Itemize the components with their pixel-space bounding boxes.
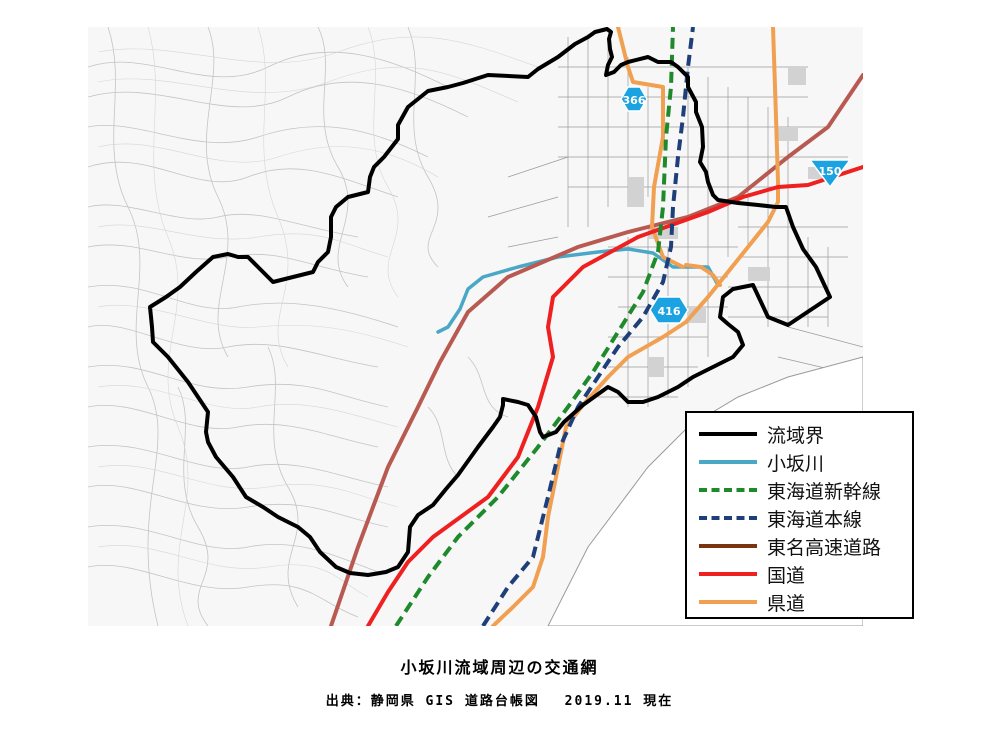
legend-swatch-prefectural-road (699, 600, 757, 604)
map-source-note: 出典：静岡県 GIS 道路台帳図 2019.11 現在 (325, 694, 674, 709)
legend-swatch-shinkansen (699, 488, 757, 492)
legend-swatch-main-line (699, 516, 757, 520)
legend-label-prefectural-road: 県道 (767, 592, 806, 615)
legend-item-shinkansen: 東海道新幹線 (699, 477, 881, 503)
map-title: 小坂川流域周辺の交通網 (400, 658, 599, 677)
route-badge-366-label: 366 (623, 94, 646, 107)
contour-lines-fine (97, 27, 539, 626)
route-badge-366: 366 (620, 86, 648, 112)
urban-blocks (628, 67, 832, 377)
route-badge-416: 416 (649, 296, 689, 324)
legend-label-river: 小坂川 (767, 452, 825, 475)
legend-swatch-national-road (699, 572, 757, 576)
route-badge-416-label: 416 (658, 305, 681, 318)
national-roads (366, 165, 863, 626)
basin-outline (123, 122, 388, 312)
legend-swatch-basin (699, 432, 757, 436)
legend-item-main-line: 東海道本線 (699, 505, 862, 531)
legend-label-main-line: 東海道本線 (767, 508, 863, 531)
contour-lines (88, 27, 509, 626)
railway-tokaido-main (481, 27, 695, 626)
legend-label-expressway: 東名高速道路 (767, 536, 882, 559)
legend-label-shinkansen: 東海道新幹線 (767, 480, 882, 503)
railway-shinkansen (394, 27, 675, 626)
legend-swatch-expressway (699, 544, 757, 548)
expressway-tomei (329, 73, 863, 626)
route-badge-150-label: 150 (819, 165, 842, 178)
legend-item-basin: 流域界 (699, 421, 824, 447)
route-badge-150: 150 (808, 159, 852, 189)
legend-item-prefectural-road: 県道 (699, 589, 805, 615)
legend-swatch-river (699, 460, 757, 464)
map-legend: 流域界 小坂川 東海道新幹線 東海道本線 東名高速道路 国道 県道 (685, 411, 914, 619)
legend-label-basin: 流域界 (767, 424, 825, 447)
watershed-boundary (148, 27, 832, 577)
legend-label-national-road: 国道 (767, 564, 806, 587)
legend-item-expressway: 東名高速道路 (699, 533, 881, 559)
legend-item-national-road: 国道 (699, 561, 805, 587)
legend-item-river: 小坂川 (699, 449, 824, 475)
